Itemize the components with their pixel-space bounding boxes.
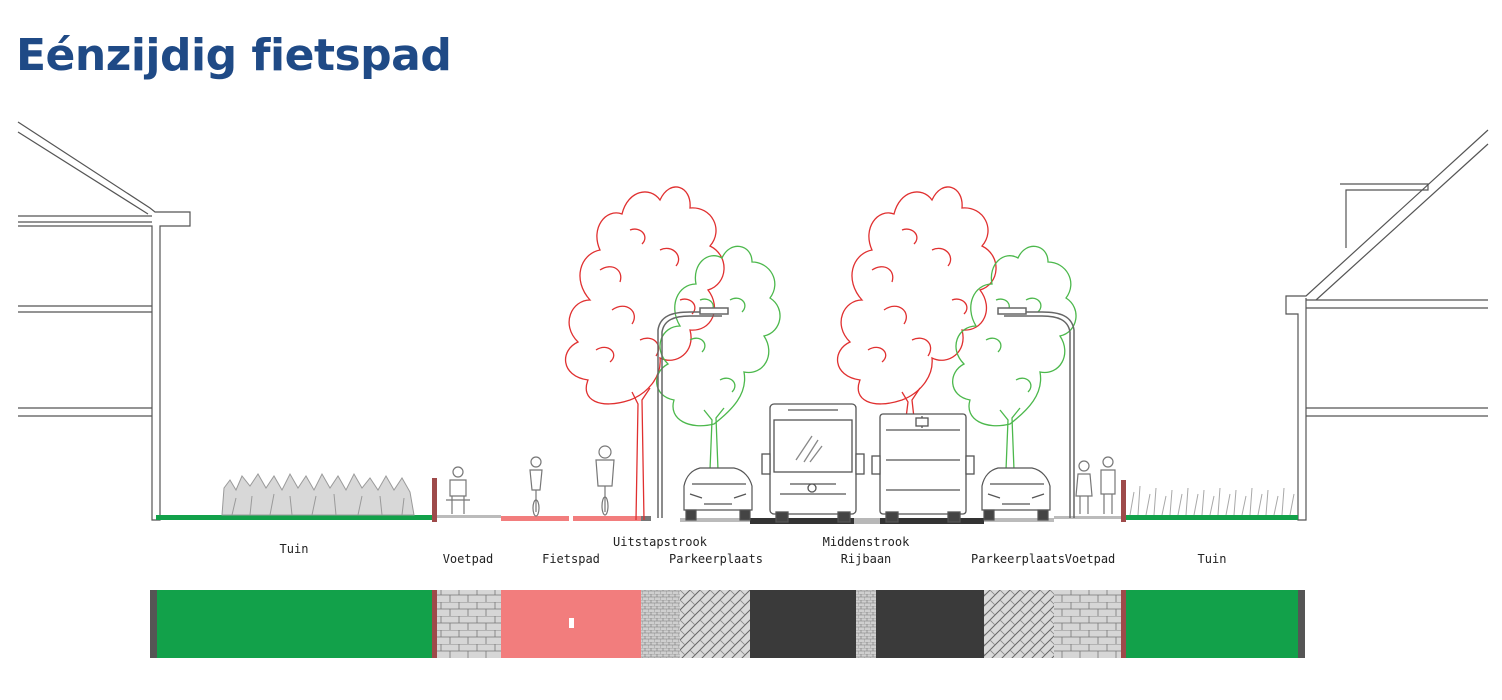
page-title: Eénzijdig fietspad — [16, 30, 452, 81]
plan-tuin-left — [157, 590, 432, 658]
plan-voetpad-right — [1054, 590, 1121, 658]
label-rijbaan: Rijbaan — [841, 552, 892, 566]
label-fietspad: Fietspad — [542, 552, 600, 566]
plan-uitstapstrook — [641, 590, 680, 658]
label-middenstrook: Middenstrook — [823, 535, 910, 549]
tree-red-right — [836, 186, 997, 419]
label-parkeerplaats-right: Parkeerplaats — [971, 552, 1065, 566]
tree-red-left — [564, 186, 725, 521]
street-lamp-right — [997, 307, 1075, 518]
parked-car-left — [683, 467, 753, 521]
plan-middenstrook — [856, 590, 876, 658]
plan-rijbaan-left — [750, 590, 856, 658]
pedestrians-right — [1075, 456, 1116, 514]
grass-right — [1129, 485, 1295, 516]
label-voetpad-right: Voetpad — [1065, 552, 1116, 566]
plan-fietspad-marking — [569, 618, 574, 628]
tree-green-right — [952, 245, 1077, 471]
plan-parkeerplaats-left — [680, 590, 750, 658]
plan-voetpad-left — [437, 590, 501, 658]
bus-rear — [871, 413, 975, 523]
plan-parkeerplaats-right — [984, 590, 1054, 658]
plan-kerb-right — [1121, 590, 1126, 658]
ground-surface — [156, 478, 1298, 524]
pedestrian-walker-left — [446, 466, 470, 514]
plan-rijbaan-right — [876, 590, 984, 658]
bus-front — [761, 403, 865, 523]
label-parkeerplaats-left: Parkeerplaats — [669, 552, 763, 566]
plan-kerb-left — [432, 590, 437, 658]
street-lamp-left — [657, 307, 729, 518]
house-right — [1285, 129, 1489, 521]
label-uitstapstrook: Uitstapstrook — [613, 535, 708, 549]
plan-tuin-right — [1126, 590, 1298, 658]
plan-view-strip — [150, 590, 1305, 658]
tree-green-left — [656, 245, 781, 471]
hedge-left — [221, 472, 415, 516]
parked-car-right — [981, 467, 1051, 521]
house-left — [17, 121, 191, 521]
cyclist-2 — [595, 445, 615, 516]
cyclist-1 — [529, 456, 543, 517]
label-tuin-left: Tuin — [280, 542, 309, 556]
label-voetpad-left: Voetpad — [443, 552, 494, 566]
plan-edge-right — [1298, 590, 1305, 658]
label-tuin-right: Tuin — [1198, 552, 1227, 566]
plan-edge-left — [150, 590, 157, 658]
